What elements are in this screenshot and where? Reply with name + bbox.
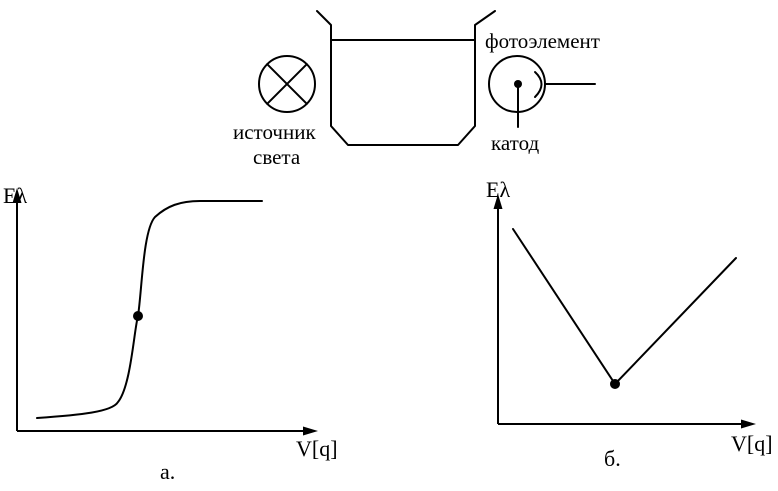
light-source-label-line1: источник — [233, 120, 316, 144]
chart-a-y-label: Eλ — [3, 183, 27, 208]
photocell-icon — [488, 55, 596, 128]
lamp-cross-icon — [258, 55, 316, 113]
chart-b-caption: б. — [604, 446, 621, 471]
chart-b-y-label: Eλ — [486, 177, 510, 202]
cathode-label: катод — [491, 131, 539, 155]
chart-a-x-arrow — [303, 426, 318, 436]
cuvette-icon — [316, 10, 496, 146]
light-source-label-line2: света — [253, 145, 301, 169]
photocell-label: фотоэлемент — [485, 29, 600, 53]
chart-b-y-arrow — [493, 194, 503, 209]
chart-b: Eλ V[q] б. — [486, 177, 773, 471]
chart-b-x-arrow — [741, 419, 756, 429]
chart-b-x-label: V[q] — [731, 431, 773, 456]
chart-a-inflection-point — [133, 311, 143, 321]
chart-a: Eλ V[q] а. — [3, 183, 338, 484]
chart-a-x-label: V[q] — [296, 436, 338, 461]
chart-b-curve — [512, 228, 737, 385]
chart-a-y-arrow — [12, 188, 22, 203]
apparatus: источник света фотоэлемент катод — [233, 10, 600, 169]
chart-b-minimum-point — [610, 379, 620, 389]
chart-a-caption: а. — [160, 459, 175, 484]
chart-a-curve — [36, 200, 263, 419]
